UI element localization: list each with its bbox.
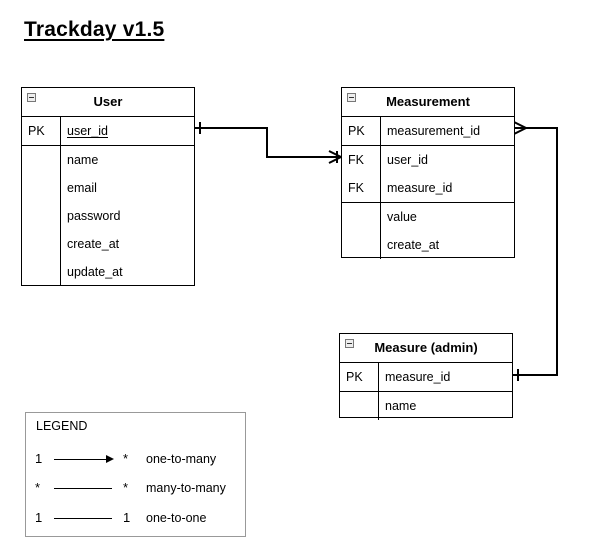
user-measurement-connector — [194, 127, 341, 158]
legend-title: LEGEND — [36, 419, 88, 433]
user-create-at-field: create_at — [67, 237, 120, 251]
legend-right-cardinality: * — [123, 451, 129, 466]
user-entity[interactable]: User PK user_id name email password crea… — [21, 87, 195, 286]
measurement-fk-row[interactable]: FK user_id — [342, 146, 514, 174]
legend-line — [54, 459, 112, 460]
measurement-pk-row[interactable]: PK measurement_id — [342, 117, 514, 145]
user-attributes-section: name email password create_at update_at — [22, 146, 194, 286]
measure-attribute-row[interactable]: name — [340, 392, 512, 420]
measurement-id-field: measurement_id — [387, 124, 481, 138]
legend-line — [54, 518, 112, 519]
legend-left-cardinality: 1 — [35, 451, 43, 466]
legend-left-cardinality: * — [35, 480, 41, 495]
legend-row-one-to-many: 1 * one-to-many — [26, 449, 245, 469]
legend-label: one-to-one — [146, 511, 207, 525]
pk-label: PK — [28, 124, 45, 138]
fk-label: FK — [348, 153, 364, 167]
arrow-head-icon — [106, 455, 114, 463]
measure-attributes-section: name — [340, 392, 512, 420]
measure-entity-name: Measure (admin) — [374, 340, 478, 355]
user-pk-section: PK user_id — [22, 117, 194, 146]
user-attribute-row[interactable]: name — [22, 146, 194, 174]
user-entity-header[interactable]: User — [22, 88, 194, 117]
user-attribute-row[interactable]: create_at — [22, 230, 194, 258]
collapse-icon[interactable] — [27, 93, 36, 102]
measurement-measure-crowfoot — [513, 121, 529, 135]
measure-entity-header[interactable]: Measure (admin) — [340, 334, 512, 363]
legend-right-cardinality: 1 — [123, 510, 131, 525]
user-attribute-row[interactable]: password — [22, 202, 194, 230]
legend-row-many-to-many: * * many-to-many — [26, 478, 245, 498]
legend-left-cardinality: 1 — [35, 510, 43, 525]
measurement-entity[interactable]: Measurement PK measurement_id FK user_id… — [341, 87, 515, 259]
measurement-create-at-field: create_at — [387, 238, 440, 252]
legend-line — [54, 488, 112, 489]
measurement-entity-header[interactable]: Measurement — [342, 88, 514, 117]
measurement-measure-id-field: measure_id — [387, 181, 453, 195]
pk-label: PK — [348, 124, 365, 138]
measure-id-field: measure_id — [385, 370, 451, 384]
user-email-field: email — [67, 181, 97, 195]
measurement-measure-connector — [512, 127, 558, 376]
collapse-icon[interactable] — [347, 93, 356, 102]
user-id-field: user_id — [67, 124, 108, 138]
measurement-value-field: value — [387, 210, 417, 224]
measurement-fk-section: FK user_id FK measure_id — [342, 146, 514, 203]
legend-label: many-to-many — [146, 481, 226, 495]
legend-row-one-to-one: 1 1 one-to-one — [26, 508, 245, 528]
measurement-pk-section: PK measurement_id — [342, 117, 514, 146]
measurement-attribute-row[interactable]: create_at — [342, 231, 514, 259]
fk-label: FK — [348, 181, 364, 195]
collapse-icon[interactable] — [345, 339, 354, 348]
measurement-attribute-row[interactable]: value — [342, 203, 514, 231]
legend-right-cardinality: * — [123, 480, 129, 495]
user-password-field: password — [67, 209, 121, 223]
measure-entity[interactable]: Measure (admin) PK measure_id name — [339, 333, 513, 420]
measurement-fk-row[interactable]: FK measure_id — [342, 174, 514, 202]
legend-label: one-to-many — [146, 452, 217, 466]
measurement-attributes-section: value create_at — [342, 203, 514, 259]
user-update-at-field: update_at — [67, 265, 123, 279]
measure-pk-row[interactable]: PK measure_id — [340, 363, 512, 391]
measurement-entity-name: Measurement — [386, 94, 470, 109]
user-attribute-row[interactable]: update_at — [22, 258, 194, 286]
measure-name-field: name — [385, 399, 417, 413]
legend-box: LEGEND 1 * one-to-many * * many-to-many … — [25, 412, 246, 537]
user-name-field: name — [67, 153, 99, 167]
user-attribute-row[interactable]: email — [22, 174, 194, 202]
measurement-user-id-field: user_id — [387, 153, 428, 167]
pk-label: PK — [346, 370, 363, 384]
user-entity-name: User — [93, 94, 123, 109]
user-pk-row[interactable]: PK user_id — [22, 117, 194, 145]
diagram-title: Trackday v1.5 — [24, 18, 165, 41]
measure-pk-section: PK measure_id — [340, 363, 512, 392]
